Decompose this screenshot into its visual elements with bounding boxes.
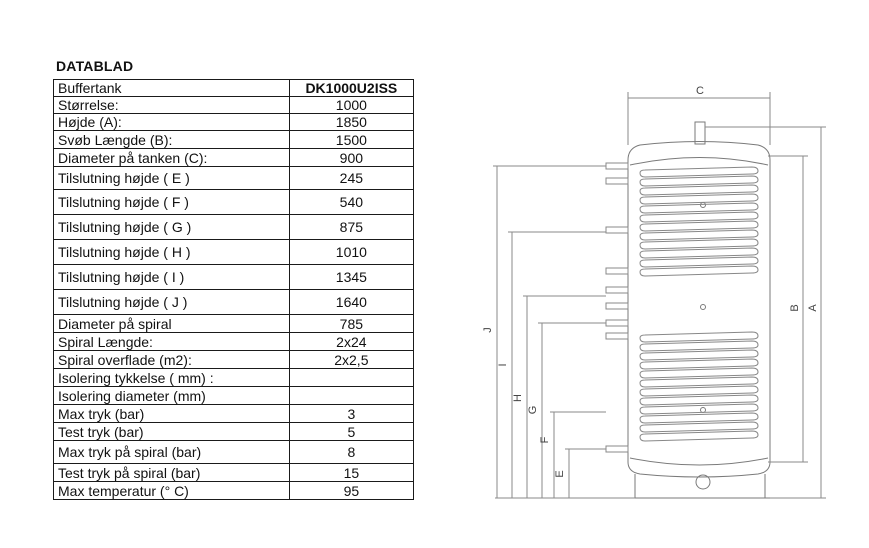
side-connection [605,445,629,453]
table-row: Tilslutning højde ( H )1010 [53,239,415,265]
table-row: Max temperatur (° C)95 [53,481,415,500]
row-value: 2x24 [288,332,415,351]
row-value: 245 [288,166,415,190]
coil-turn [639,421,759,433]
coil-turn [639,202,759,214]
sheet-title: DATABLAD [56,58,134,74]
row-label: Spiral Længde: [53,332,290,351]
dimension-label-f: F [539,436,551,443]
table-row: Tilslutning højde ( E )245 [53,166,415,190]
coil-turn [639,430,759,442]
dimension-label-g: G [527,406,539,415]
dimension-label-b: B [789,304,801,311]
table-row: Tilslutning højde ( G )875 [53,214,415,240]
coil-turn [639,340,759,352]
table-header-row: Buffertank DK1000U2ISS [53,79,415,97]
coil-turn [639,247,759,259]
coil-turn [639,412,759,424]
dimension-label-a: A [807,304,819,312]
coil-turn [639,385,759,397]
row-value: 1850 [288,113,415,131]
sensor-port-top [700,202,706,208]
table-row: Højde (A):1850 [53,113,415,131]
side-connection [605,226,629,234]
row-label: Tilslutning højde ( E ) [53,166,290,190]
row-label: Isolering diameter (mm) [53,386,290,405]
coil-turn [639,349,759,361]
row-label: Tilslutning højde ( H ) [53,239,290,265]
coil-turn [639,394,759,406]
top-outlet [694,121,706,145]
dimension-label-c: C [696,85,704,97]
dimension-label-i: I [497,363,509,366]
row-value: 540 [288,189,415,215]
row-label: Max temperatur (° C) [53,481,290,500]
dimension-label-h: H [512,394,524,402]
table-row: Isolering tykkelse ( mm) : [53,368,415,387]
coil-turn [639,220,759,232]
side-connection [605,286,629,294]
side-connection [605,319,629,327]
row-value: 95 [288,481,415,500]
coil-turn [639,358,759,370]
side-connection [605,332,629,340]
coil-turn [639,238,759,250]
table-row: Spiral Længde:2x24 [53,332,415,351]
header-model: DK1000U2ISS [288,79,415,97]
coil-turn [639,211,759,223]
side-connection [605,302,629,310]
sensor-port-mid [700,304,706,310]
side-connection [605,162,629,170]
row-label: Tilslutning højde ( G ) [53,214,290,240]
coil-turn [639,331,759,343]
tank-bottom-inner [629,457,769,466]
row-value: 2x2,5 [288,350,415,369]
coil-turn [639,403,759,415]
row-value: 1010 [288,239,415,265]
sensor-port-bottom [700,407,706,413]
table-row: Tilslutning højde ( J )1640 [53,289,415,315]
row-label: Tilslutning højde ( J ) [53,289,290,315]
coil-turn [639,229,759,241]
coil-turn [639,256,759,268]
coil-turn [639,166,759,178]
dimension-label-j: J [482,327,494,333]
tank-base [630,474,770,499]
dimension-lines [495,92,826,499]
coil-turn [639,265,759,277]
row-label: Diameter på tanken (C): [53,148,290,167]
row-label: Isolering tykkelse ( mm) : [53,368,290,387]
table-row: Spiral overflade (m2):2x2,5 [53,350,415,369]
side-connection [605,177,629,185]
coil-turn [639,376,759,388]
table-row: Test tryk (bar)5 [53,422,415,441]
row-value: 1500 [288,130,415,149]
coil-turn [639,184,759,196]
row-label: Max tryk på spiral (bar) [53,440,290,464]
table-row: Diameter på tanken (C):900 [53,148,415,167]
coil-turn [639,193,759,205]
bottom-outlet [695,474,711,490]
tank-top-inner [629,157,769,166]
coil-turn [639,367,759,379]
side-connection [605,267,629,275]
row-label: Tilslutning højde ( I ) [53,264,290,290]
coil-turn [639,175,759,187]
dimension-label-e: E [554,470,566,477]
row-label: Spiral overflade (m2): [53,350,290,369]
